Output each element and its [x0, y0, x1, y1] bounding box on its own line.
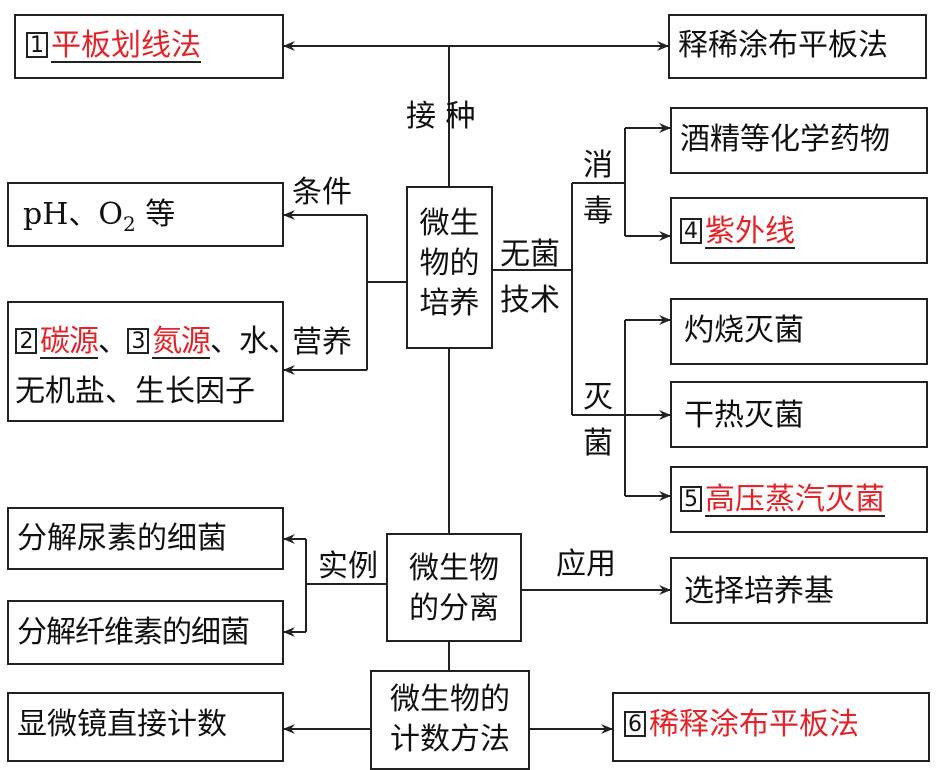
- number-badge-2: 2: [15, 328, 37, 354]
- dilution-plate-box: 释稀涂布平板法: [668, 14, 927, 79]
- root-node: 微生 物的 培养: [406, 186, 493, 349]
- nutrition-sep: 、: [98, 324, 128, 359]
- counting-line-1: 微生物的: [390, 682, 510, 717]
- disinfect-char-1: 消: [583, 148, 613, 183]
- flame-sterilize-box: 灼烧灭菌: [670, 298, 928, 365]
- application-label: 应用: [556, 547, 616, 582]
- inoculation-label: 接 种: [406, 99, 476, 134]
- number-badge-4: 4: [680, 218, 702, 244]
- number-badge-1: 1: [26, 32, 48, 58]
- counting-line-2: 计数方法: [390, 722, 510, 757]
- separation-line-1: 微生物: [409, 551, 499, 586]
- dry-heat-text: 干热灭菌: [684, 398, 804, 433]
- nitrogen-source-text: 氮源: [152, 324, 211, 359]
- cellulose-bacteria-text: 分解纤维素的细菌: [17, 615, 250, 650]
- conditions-box: pH、O2 等: [7, 182, 284, 247]
- dilution-count-text: 稀释涂布平板法: [649, 707, 859, 742]
- separation-line-2: 的分离: [409, 591, 499, 626]
- chemical-disinfect-text: 酒精等化学药物: [680, 122, 890, 157]
- flame-sterilize-text: 灼烧灭菌: [684, 313, 804, 348]
- conditions-label: 条件: [292, 175, 352, 210]
- sterilize-char-1: 灭: [583, 380, 613, 415]
- dilution-plate-text: 释稀涂布平板法: [678, 28, 888, 63]
- cellulose-bacteria-box: 分解纤维素的细菌: [7, 600, 284, 665]
- sterile-tech-label-1: 无菌: [500, 237, 560, 272]
- selective-medium-text: 选择培养基: [684, 574, 834, 609]
- disinfect-char-2: 毒: [583, 194, 613, 229]
- sterile-tech-label-2: 技术: [500, 283, 560, 318]
- counting-node: 微生物的 计数方法: [370, 670, 530, 770]
- conditions-text-sub: 2: [122, 212, 136, 236]
- conditions-text-prefix: pH、O: [23, 197, 123, 232]
- microscope-count-text: 显微镜直接计数: [17, 707, 227, 742]
- number-badge-5: 5: [680, 486, 702, 512]
- root-line-2: 物的: [419, 246, 480, 281]
- separation-node: 微生物 的分离: [386, 533, 522, 642]
- selective-medium-box: 选择培养基: [670, 557, 928, 624]
- urea-bacteria-box: 分解尿素的细菌: [7, 507, 284, 570]
- chemical-disinfect-box: 酒精等化学药物: [670, 107, 928, 174]
- microscope-count-box: 显微镜直接计数: [7, 692, 284, 762]
- nutrition-label: 营养: [292, 325, 352, 360]
- dry-heat-box: 干热灭菌: [670, 381, 928, 448]
- autoclave-text: 高压蒸汽灭菌: [705, 482, 885, 517]
- nutrition-line-2: 无机盐、生长因子: [15, 374, 255, 409]
- root-line-3: 培养: [419, 286, 480, 321]
- nutrition-tail: 、水、: [210, 324, 298, 359]
- number-badge-6: 6: [624, 711, 646, 737]
- number-badge-3: 3: [127, 328, 149, 354]
- conditions-text-suffix: 等: [135, 197, 176, 232]
- connector-lines: [283, 41, 671, 734]
- carbon-source-text: 碳源: [40, 324, 99, 359]
- example-label: 实例: [318, 549, 378, 584]
- uv-text: 紫外线: [705, 214, 795, 249]
- streak-plate-text: 平板划线法: [51, 28, 201, 63]
- root-line-1: 微生: [419, 206, 480, 241]
- urea-bacteria-text: 分解尿素的细菌: [17, 521, 227, 556]
- sterilize-char-2: 菌: [583, 426, 613, 461]
